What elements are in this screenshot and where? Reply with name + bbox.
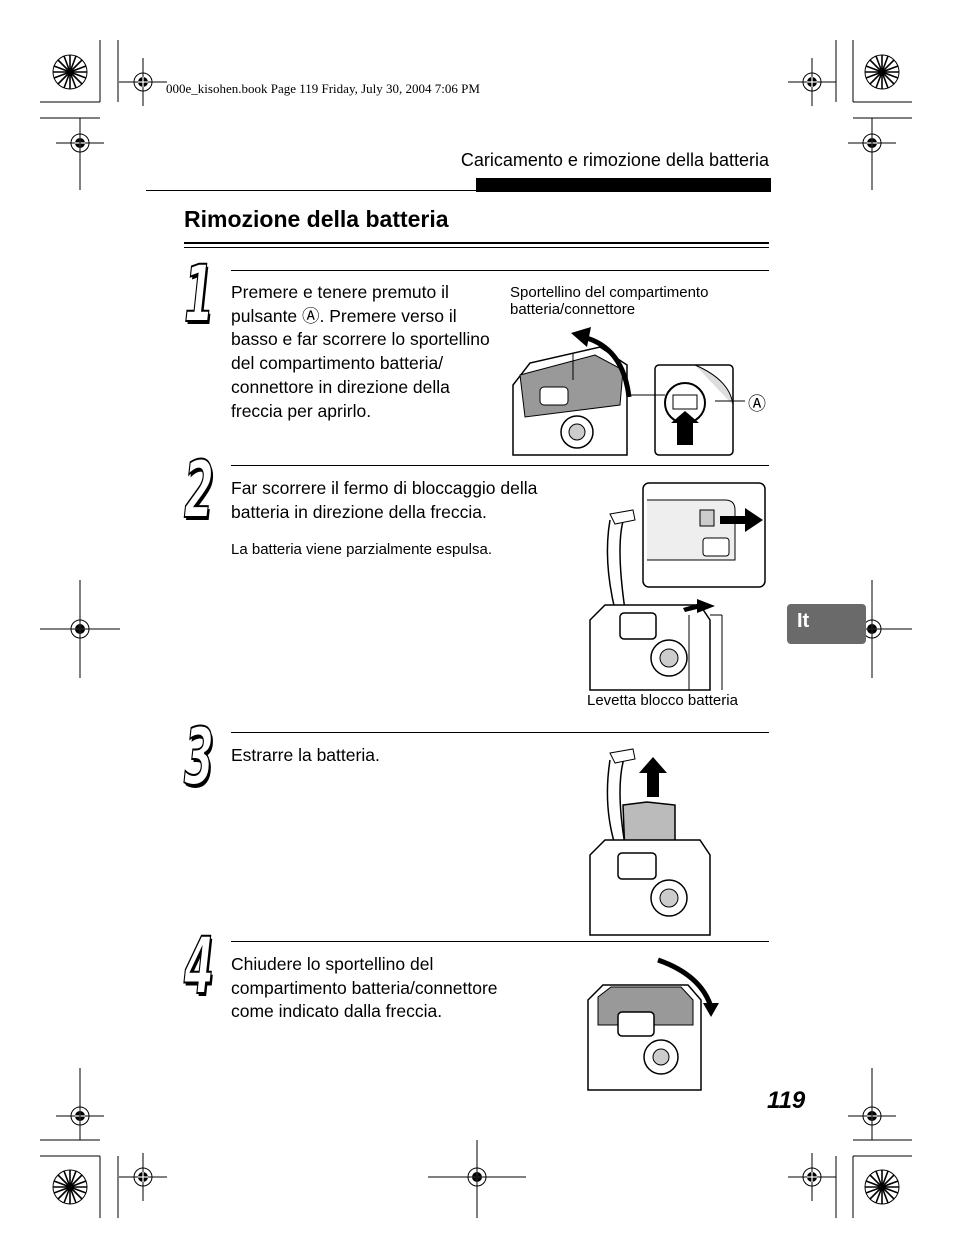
header-rule xyxy=(146,190,476,191)
title-rule xyxy=(184,242,769,244)
battery-lock-illustration xyxy=(589,482,766,691)
text-line: compartimento batteria/connettore xyxy=(231,977,498,998)
step-2-text: Far scorrere il fermo di bloccaggio dell… xyxy=(231,477,537,524)
header-bar xyxy=(476,178,771,192)
door-callout: Sportellino del compartimento batteria/c… xyxy=(510,284,708,318)
text-line: freccia per aprirlo. xyxy=(231,400,372,421)
step-3-text: Estrarre la batteria. xyxy=(231,744,380,768)
book-meta-line: 000e_kisohen.book Page 119 Friday, July … xyxy=(166,81,480,96)
text-line: pulsante Ⓐ. Premere verso il xyxy=(231,305,457,326)
step-number: 3 xyxy=(183,712,214,804)
text-line: come indicato dalla freccia. xyxy=(231,1001,443,1022)
step-rule xyxy=(231,465,769,466)
text-line: Far scorrere il fermo di bloccaggio dell… xyxy=(231,478,538,498)
page-number: 119 xyxy=(767,1087,806,1114)
text-line: batteria in direzione della freccia. xyxy=(231,501,487,522)
callout-line: batteria/connettore xyxy=(510,301,636,318)
step-2-note: La batteria viene parzialmente espulsa. xyxy=(231,541,492,558)
callout-line: Sportellino del compartimento xyxy=(510,284,709,301)
text-line: Estrarre la batteria. xyxy=(231,745,380,765)
language-tab: It xyxy=(787,604,866,644)
step-rule xyxy=(231,941,769,942)
text-line: Premere e tenere premuto il xyxy=(231,282,449,302)
battery-removal-illustration xyxy=(589,748,711,936)
section-title: Rimozione della batteria xyxy=(184,206,449,232)
button-a-marker: Ⓐ xyxy=(748,394,766,414)
text-line: connettore in direzione della xyxy=(231,376,450,397)
text-line: Chiudere lo sportellino del xyxy=(231,954,434,974)
step-number: 1 xyxy=(183,249,214,341)
running-header: Caricamento e rimozione della batteria xyxy=(460,150,769,170)
text-line: basso e far scorrere lo sportellino xyxy=(231,329,490,350)
step-rule xyxy=(231,732,769,733)
door-close-illustration xyxy=(587,957,719,1091)
step-number: 4 xyxy=(183,921,214,1013)
text-line: del compartimento batteria/ xyxy=(231,353,444,374)
step-number: 2 xyxy=(183,445,214,537)
camera-door-illustration xyxy=(512,327,745,456)
lever-callout: Levetta blocco batteria xyxy=(587,692,738,709)
title-rule-thin xyxy=(184,247,769,248)
step-4-text: Chiudere lo sportellino del compartiment… xyxy=(231,953,498,1024)
step-rule xyxy=(231,270,769,271)
step-1-text: Premere e tenere premuto il pulsante Ⓐ. … xyxy=(231,281,490,423)
